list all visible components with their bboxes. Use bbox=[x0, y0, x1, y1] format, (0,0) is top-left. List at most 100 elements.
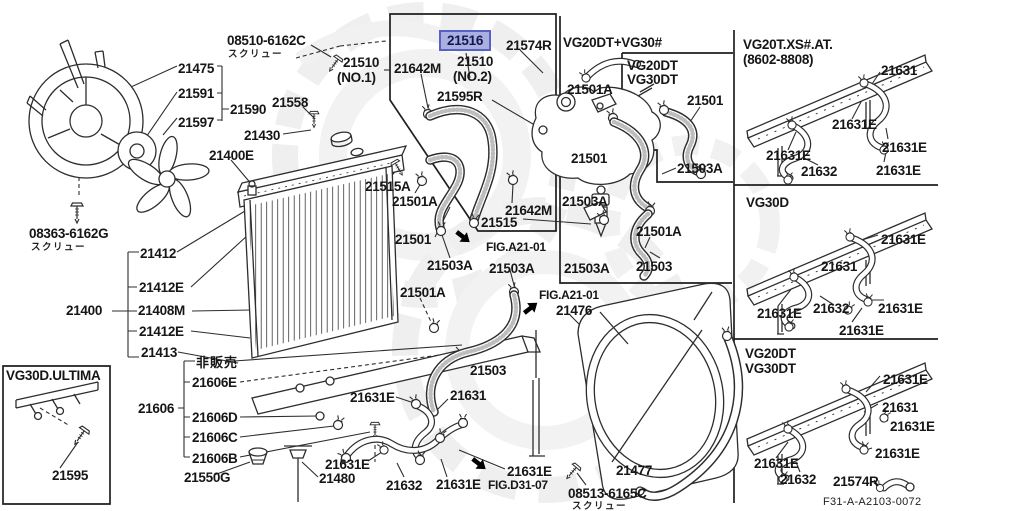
section-title: VG30D.ULTIMA bbox=[6, 368, 101, 383]
part-label[interactable]: 21631E bbox=[754, 456, 799, 471]
part-label[interactable]: 21475 bbox=[178, 61, 215, 76]
part-label[interactable]: 21606 bbox=[138, 401, 175, 416]
part-label[interactable]: 21400 bbox=[66, 303, 103, 318]
part-label[interactable]: 21430 bbox=[244, 128, 281, 143]
part-label[interactable]: 21591 bbox=[178, 86, 215, 101]
part-label[interactable]: 21606C bbox=[192, 430, 238, 445]
part-label[interactable]: 21631E bbox=[881, 232, 926, 247]
part-label[interactable]: 21631E bbox=[875, 446, 920, 461]
section-title: VG20DT bbox=[627, 58, 678, 73]
part-label[interactable]: 08363-6162G bbox=[29, 226, 109, 241]
rear-shroud-drawing bbox=[562, 282, 744, 501]
part-label[interactable]: 21501 bbox=[687, 93, 724, 108]
part-label[interactable]: 21510 bbox=[457, 54, 494, 69]
part-label[interactable]: 21631E bbox=[878, 301, 923, 316]
section-title: VG30D bbox=[746, 195, 789, 210]
part-label[interactable]: 21606E bbox=[192, 375, 237, 390]
part-label[interactable]: 21631 bbox=[821, 259, 858, 274]
part-label[interactable]: 21631E bbox=[876, 163, 921, 178]
part-label[interactable]: 21631E bbox=[839, 323, 884, 338]
part-label[interactable]: 21595 bbox=[52, 468, 89, 483]
part-label[interactable]: 21642M bbox=[394, 61, 441, 76]
part-label[interactable]: 21631E bbox=[766, 148, 811, 163]
part-label[interactable]: 21632 bbox=[813, 301, 850, 316]
part-label[interactable]: 21574R bbox=[833, 474, 879, 489]
part-label[interactable]: 21642M bbox=[505, 203, 552, 218]
part-label[interactable]: 21413 bbox=[141, 345, 178, 360]
figure-code: F31-A-A2103-0072 bbox=[823, 496, 922, 508]
part-label[interactable]: 21606D bbox=[192, 410, 238, 425]
part-label[interactable]: 21503A bbox=[564, 261, 610, 276]
part-label-21516-highlighted[interactable]: 21516 bbox=[439, 30, 492, 51]
part-label[interactable]: 21515 bbox=[481, 215, 518, 230]
part-label[interactable]: 21408M bbox=[138, 303, 185, 318]
part-label[interactable]: 21632 bbox=[801, 164, 838, 179]
part-label[interactable]: 21631E bbox=[507, 464, 552, 479]
vg20dt-vg30-drawing bbox=[583, 83, 708, 281]
part-label[interactable]: 21631E bbox=[350, 390, 395, 405]
part-label[interactable]: 21558 bbox=[272, 95, 309, 110]
center-hoses-drawing bbox=[389, 152, 545, 457]
vg20dt-vg30dt-drawing bbox=[746, 362, 933, 494]
fig-ref[interactable]: FIG.A21-01 bbox=[539, 288, 599, 302]
part-label[interactable]: 21595R bbox=[437, 89, 483, 104]
part-label[interactable]: 21476 bbox=[556, 303, 593, 318]
part-label[interactable]: 21606B bbox=[192, 451, 238, 466]
part-label[interactable]: 21412E bbox=[139, 324, 184, 339]
part-label[interactable]: 21501 bbox=[395, 232, 432, 247]
part-label[interactable]: 21597 bbox=[178, 115, 215, 130]
section-title: VG30DT bbox=[745, 361, 796, 376]
reservoir-drawing bbox=[420, 57, 661, 238]
part-label[interactable]: 21631 bbox=[450, 388, 487, 403]
part-label[interactable]: 21400E bbox=[209, 148, 254, 163]
part-label[interactable]: 21631E bbox=[883, 372, 928, 387]
vg20t-xs-at-drawing bbox=[746, 54, 933, 186]
part-label[interactable]: 21632 bbox=[780, 472, 817, 487]
part-label[interactable]: 21632 bbox=[386, 478, 423, 493]
part-label[interactable]: 21631 bbox=[881, 63, 918, 78]
not-for-sale-note: 非販売 bbox=[196, 355, 239, 370]
part-label[interactable]: 21501A bbox=[636, 224, 682, 239]
part-label[interactable]: 21631E bbox=[832, 117, 877, 132]
part-label[interactable]: 21480 bbox=[319, 471, 356, 486]
part-label[interactable]: 21631E bbox=[890, 419, 935, 434]
part-label[interactable]: 21631 bbox=[882, 400, 919, 415]
section-boxes bbox=[2, 13, 938, 505]
part-label[interactable]: 08510-6162C bbox=[227, 33, 306, 48]
part-label[interactable]: 21631E bbox=[436, 477, 481, 492]
part-label[interactable]: 21510 bbox=[343, 55, 380, 70]
fig-ref[interactable]: FIG.D31-07 bbox=[488, 478, 548, 492]
part-label-variant: (NO.1) bbox=[337, 70, 376, 85]
part-label[interactable]: 21501A bbox=[567, 82, 613, 97]
part-label[interactable]: 21503 bbox=[636, 259, 673, 274]
part-label[interactable]: 21503A bbox=[489, 261, 535, 276]
ultima-inset-drawing bbox=[15, 381, 99, 448]
part-label[interactable]: 21501 bbox=[571, 151, 608, 166]
fan-shroud-drawing bbox=[26, 39, 345, 224]
part-label[interactable]: 21515A bbox=[365, 179, 411, 194]
fig-ref[interactable]: FIG.A21-01 bbox=[486, 240, 546, 254]
part-label[interactable]: 21631E bbox=[325, 457, 370, 472]
part-label[interactable]: 21503 bbox=[470, 363, 507, 378]
part-label[interactable]: 21503A bbox=[562, 194, 608, 209]
part-label[interactable]: 21590 bbox=[230, 102, 267, 117]
part-label[interactable]: 21412 bbox=[140, 246, 177, 261]
part-label[interactable]: 21574R bbox=[506, 38, 552, 53]
part-label[interactable]: 21412E bbox=[139, 280, 184, 295]
fig-arrow-icon bbox=[520, 298, 542, 318]
part-label[interactable]: 21631E bbox=[882, 140, 927, 155]
part-label[interactable]: 21503A bbox=[677, 161, 723, 176]
part-label[interactable]: 21550G bbox=[184, 470, 231, 485]
section-subtitle: (8602-8808) bbox=[743, 52, 814, 67]
part-label[interactable]: 21501A bbox=[392, 194, 438, 209]
section-title: VG20DT bbox=[745, 346, 796, 361]
part-label[interactable]: 21503A bbox=[427, 258, 473, 273]
heater-hoses-drawing bbox=[336, 393, 469, 466]
part-label[interactable]: 21477 bbox=[616, 463, 653, 478]
section-title: VG20T.XS#.AT. bbox=[743, 37, 833, 52]
part-label[interactable]: 08513-6165C bbox=[568, 486, 647, 501]
part-label[interactable]: 21501A bbox=[400, 285, 446, 300]
callout-brackets bbox=[112, 65, 390, 458]
part-label[interactable]: 21631E bbox=[757, 306, 802, 321]
